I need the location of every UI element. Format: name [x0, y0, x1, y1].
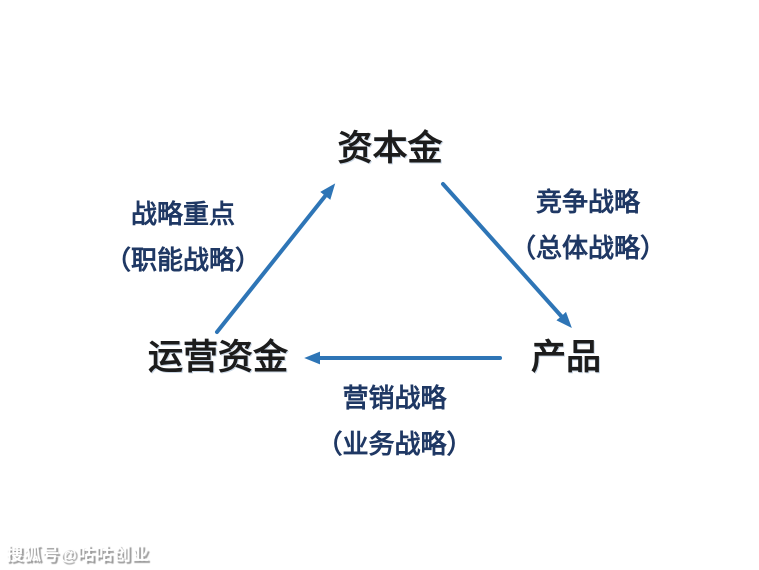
node-capital: 资本金: [337, 129, 443, 168]
edge-label-functional-strategy-line2: （职能战略）: [104, 246, 261, 275]
edge-label-competitive-strategy: 竞争战略 （总体战略）: [503, 180, 673, 272]
arrow-operating-funds-to-capital: [215, 183, 336, 334]
node-operating-funds: 运营资金: [147, 338, 288, 377]
edge-label-marketing-strategy-line1: 营销战略: [342, 384, 447, 413]
edge-label-competitive-strategy-line2: （总体战略）: [509, 234, 666, 263]
watermark-sohu: 搜狐号@咕咕创业: [6, 545, 150, 564]
node-product: 产品: [530, 338, 601, 377]
edge-label-marketing-strategy: 营销战略 （业务战略）: [312, 376, 477, 468]
edge-label-functional-strategy: 战略重点 （职能战略）: [98, 192, 268, 284]
edge-label-marketing-strategy-line2: （业务战略）: [316, 430, 473, 459]
edge-label-functional-strategy-line1: 战略重点: [130, 200, 235, 229]
arrow-capital-to-product: [441, 182, 572, 329]
edge-label-competitive-strategy-line1: 竞争战略: [535, 188, 640, 217]
